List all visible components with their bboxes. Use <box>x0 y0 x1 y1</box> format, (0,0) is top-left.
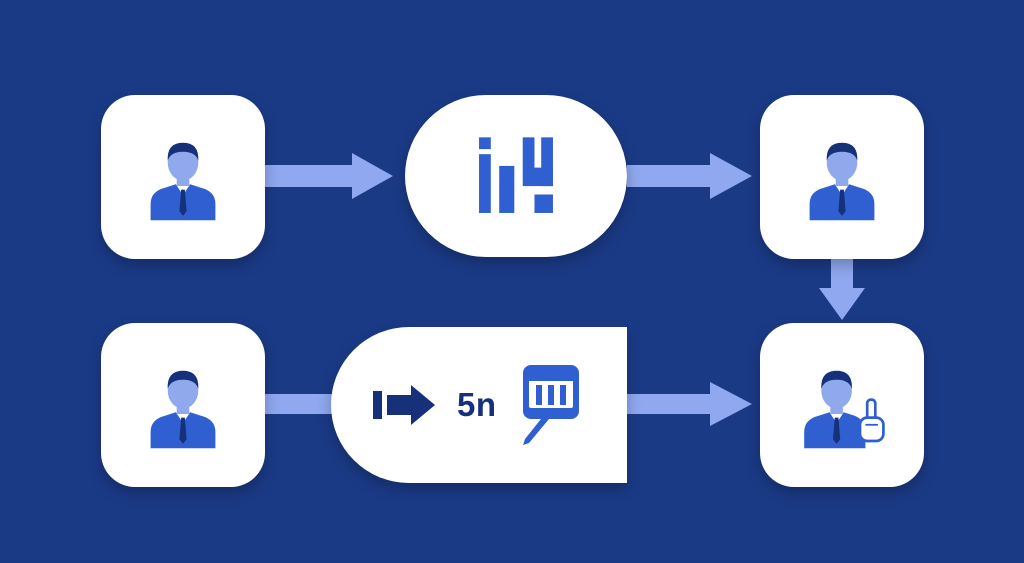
node-person-bottom-left <box>101 323 265 487</box>
node-process-bottom-middle: 5n <box>331 327 627 483</box>
person-pointing-icon <box>804 370 885 449</box>
process-label: 5n <box>457 386 497 423</box>
arrow-n2-n3 <box>627 153 752 199</box>
person-icon <box>150 142 216 221</box>
arrow-n3-n6 <box>819 259 865 320</box>
process-content: 5n <box>373 363 583 447</box>
node-person-top-left <box>101 95 265 259</box>
arrow-n4-n5 <box>265 394 335 414</box>
node-person-bottom-right <box>760 323 924 487</box>
bar-chart-icon <box>479 137 553 213</box>
arrow-n5-n6 <box>627 382 752 426</box>
node-chart-top-middle <box>405 95 627 257</box>
arrow-right-icon <box>373 385 435 425</box>
chart-pen-icon <box>522 365 579 445</box>
person-icon <box>809 142 875 221</box>
arrow-n1-n2 <box>265 153 393 199</box>
person-icon <box>150 370 216 449</box>
node-person-top-right <box>760 95 924 259</box>
